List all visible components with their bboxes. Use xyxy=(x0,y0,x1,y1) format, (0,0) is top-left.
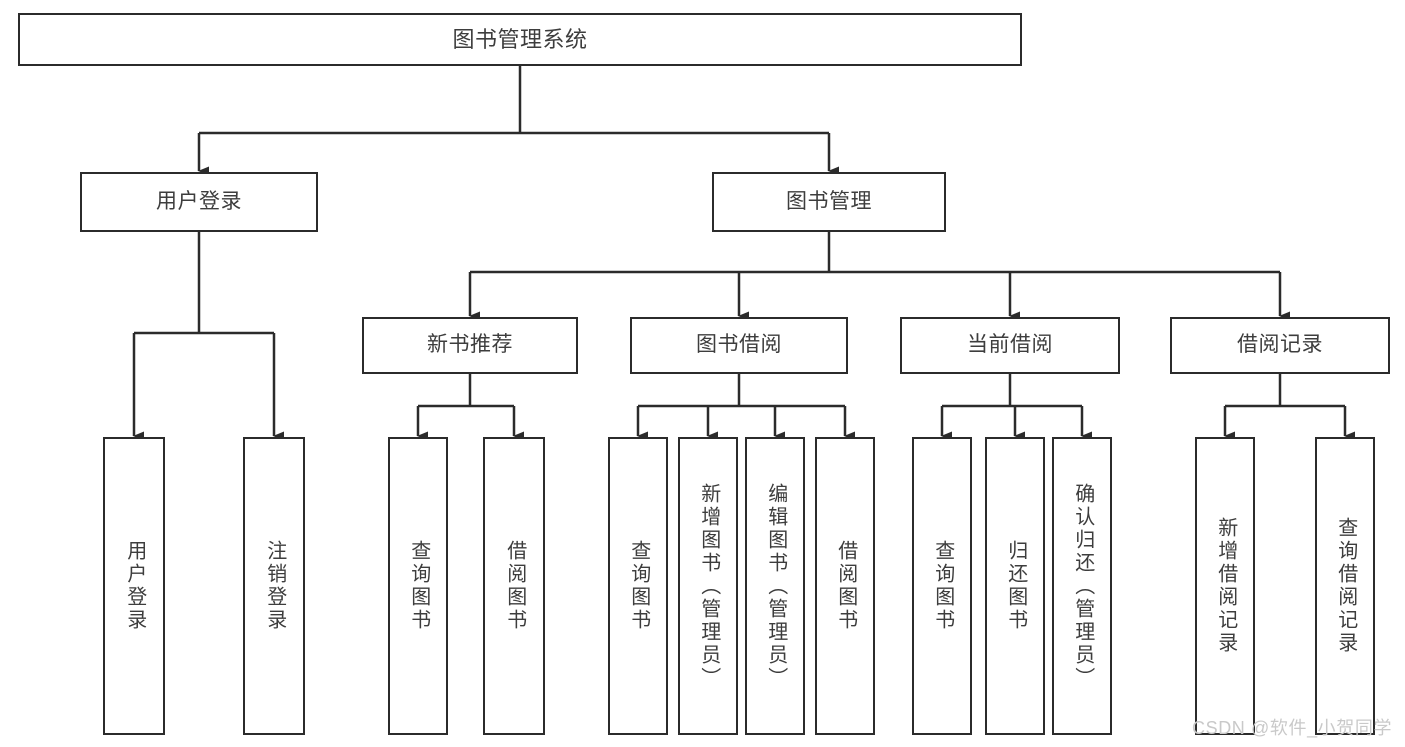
node-r2[interactable]: 查询借阅记录 xyxy=(1315,437,1375,735)
node-label-n2: 借阅图书 xyxy=(503,540,526,632)
node-n2[interactable]: 借阅图书 xyxy=(483,437,545,735)
node-label-b3: 编辑图书（管理员） xyxy=(764,482,787,690)
node-u1[interactable]: 用户登录 xyxy=(103,437,165,735)
node-l2d[interactable]: 借阅记录 xyxy=(1170,317,1390,374)
node-label-l1a: 用户登录 xyxy=(156,189,242,213)
csdn-watermark: CSDN @软件_小贺同学 xyxy=(1192,718,1393,738)
node-l2b[interactable]: 图书借阅 xyxy=(630,317,848,374)
node-label-l2a: 新书推荐 xyxy=(427,333,513,357)
node-label-l2d: 借阅记录 xyxy=(1237,333,1323,357)
node-u2[interactable]: 注销登录 xyxy=(243,437,305,735)
node-c2[interactable]: 归还图书 xyxy=(985,437,1045,735)
node-label-b1: 查询图书 xyxy=(627,540,650,632)
node-l1a[interactable]: 用户登录 xyxy=(80,172,318,232)
node-c3[interactable]: 确认归还（管理员） xyxy=(1052,437,1112,735)
node-label-root: 图书管理系统 xyxy=(452,26,588,52)
node-l2a[interactable]: 新书推荐 xyxy=(362,317,578,374)
node-label-c1: 查询图书 xyxy=(931,540,954,632)
node-b1[interactable]: 查询图书 xyxy=(608,437,668,735)
node-b3[interactable]: 编辑图书（管理员） xyxy=(745,437,805,735)
node-c1[interactable]: 查询图书 xyxy=(912,437,972,735)
node-label-l1b: 图书管理 xyxy=(786,189,872,213)
node-label-l2c: 当前借阅 xyxy=(967,333,1053,357)
node-label-r1: 新增借阅记录 xyxy=(1214,517,1237,655)
node-label-u2: 注销登录 xyxy=(263,540,286,632)
node-label-c3: 确认归还（管理员） xyxy=(1071,482,1094,690)
node-n1[interactable]: 查询图书 xyxy=(388,437,448,735)
node-label-r2: 查询借阅记录 xyxy=(1334,517,1357,655)
node-label-c2: 归还图书 xyxy=(1004,540,1027,632)
node-l2c[interactable]: 当前借阅 xyxy=(900,317,1120,374)
node-root[interactable]: 图书管理系统 xyxy=(18,13,1022,66)
node-b4[interactable]: 借阅图书 xyxy=(815,437,875,735)
edge-group xyxy=(132,66,1355,441)
node-label-n1: 查询图书 xyxy=(407,540,430,632)
node-label-l2b: 图书借阅 xyxy=(696,333,782,357)
node-l1b[interactable]: 图书管理 xyxy=(712,172,946,232)
node-label-b2: 新增图书（管理员） xyxy=(697,482,720,690)
node-label-u1: 用户登录 xyxy=(123,540,146,632)
node-b2[interactable]: 新增图书（管理员） xyxy=(678,437,738,735)
node-label-b4: 借阅图书 xyxy=(834,540,857,632)
node-r1[interactable]: 新增借阅记录 xyxy=(1195,437,1255,735)
